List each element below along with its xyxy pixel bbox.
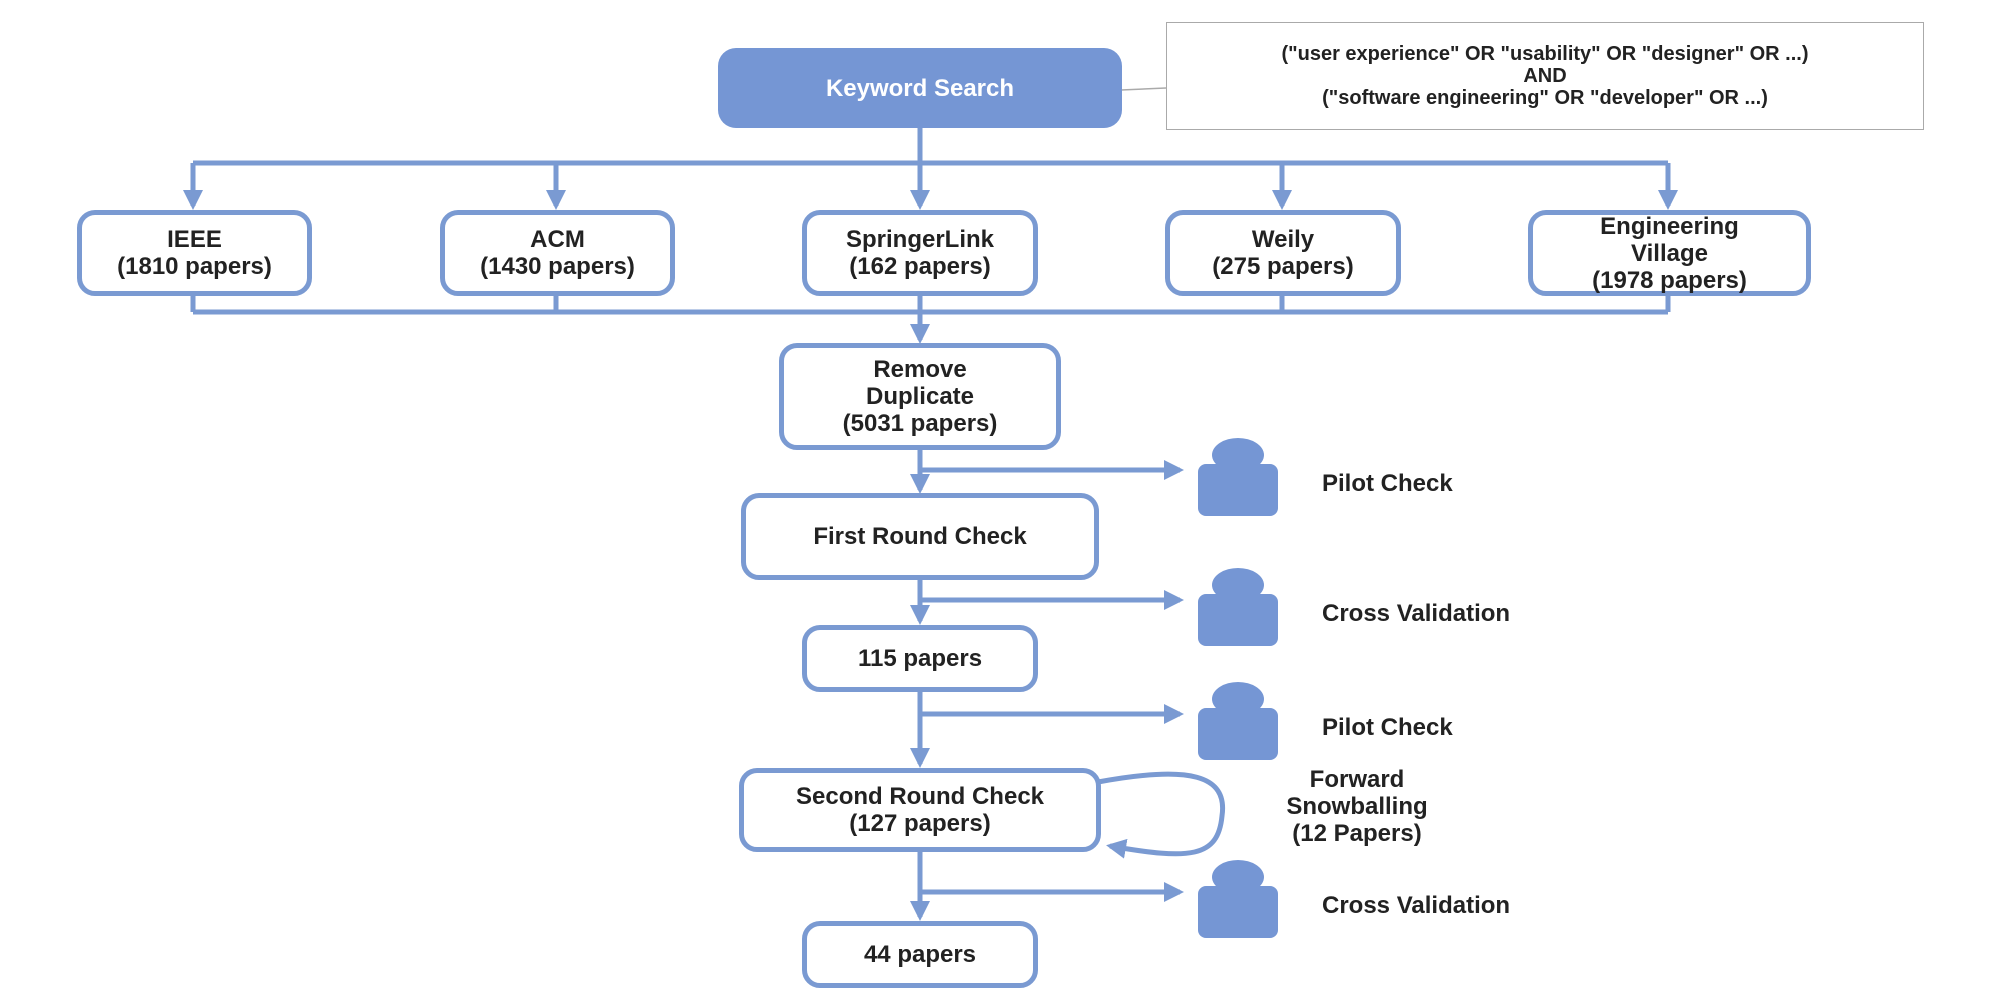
source-name: ACM xyxy=(530,226,585,253)
source-count: (1430 papers) xyxy=(480,253,635,280)
source-count: (1978 papers) xyxy=(1592,266,1747,294)
snowballing-line-1: Forward xyxy=(1309,766,1405,793)
source-engineering-village: Engineering Village (1978 papers) xyxy=(1528,210,1811,296)
source-name: IEEE xyxy=(167,226,222,253)
first-round-check-label: First Round Check xyxy=(813,523,1027,550)
remove-duplicate-line-2: Duplicate xyxy=(865,383,975,410)
search-query-callout: ("user experience" OR "usability" OR "de… xyxy=(1166,22,1924,130)
snowballing-line-2: Snowballing xyxy=(1286,793,1428,820)
papers-44-label: 44 papers xyxy=(863,941,977,968)
source-weily: Weily (275 papers) xyxy=(1165,210,1401,296)
snowballing-count: (12 Papers) xyxy=(1292,820,1422,847)
source-name-line-2: Village xyxy=(1631,239,1708,267)
second-round-check-count: (127 papers) xyxy=(849,810,991,837)
source-count: (162 papers) xyxy=(849,253,991,280)
second-round-check-label: Second Round Check xyxy=(795,783,1045,810)
source-count: (275 papers) xyxy=(1212,253,1354,280)
cross-validation-label: Cross Validation xyxy=(1322,600,1511,627)
source-springerlink: SpringerLink (162 papers) xyxy=(802,210,1038,296)
source-name-line-1: Engineering xyxy=(1600,212,1739,240)
papers-115-label: 115 papers xyxy=(857,645,983,672)
forward-snowballing-label: Forward Snowballing (12 Papers) xyxy=(1252,766,1462,847)
cross-validation-label: Cross Validation xyxy=(1322,892,1511,919)
keyword-search-label: Keyword Search xyxy=(825,74,1015,102)
remove-duplicate-box: Remove Duplicate (5031 papers) xyxy=(779,343,1061,450)
keyword-search-box: Keyword Search xyxy=(718,48,1122,128)
remove-duplicate-line-1: Remove xyxy=(873,356,967,383)
query-line-1: ("user experience" OR "usability" OR "de… xyxy=(1281,43,1809,65)
source-name: Weily xyxy=(1251,226,1315,253)
second-round-check-box: Second Round Check (127 papers) xyxy=(739,768,1101,852)
first-round-check-box: First Round Check xyxy=(741,493,1099,580)
person-icon xyxy=(1198,568,1278,648)
source-ieee: IEEE (1810 papers) xyxy=(77,210,312,296)
person-icon xyxy=(1198,682,1278,762)
papers-115-box: 115 papers xyxy=(802,625,1038,692)
papers-44-box: 44 papers xyxy=(802,921,1038,988)
source-name: SpringerLink xyxy=(845,226,995,253)
query-line-3: ("software engineering" OR "developer" O… xyxy=(1322,87,1768,109)
source-count: (1810 papers) xyxy=(117,253,272,280)
person-icon xyxy=(1198,438,1278,518)
query-line-2: AND xyxy=(1523,65,1567,87)
source-acm: ACM (1430 papers) xyxy=(440,210,675,296)
remove-duplicate-count: (5031 papers) xyxy=(842,410,998,437)
pilot-check-label: Pilot Check xyxy=(1322,714,1453,741)
pilot-check-label: Pilot Check xyxy=(1322,470,1453,497)
person-icon xyxy=(1198,860,1278,940)
